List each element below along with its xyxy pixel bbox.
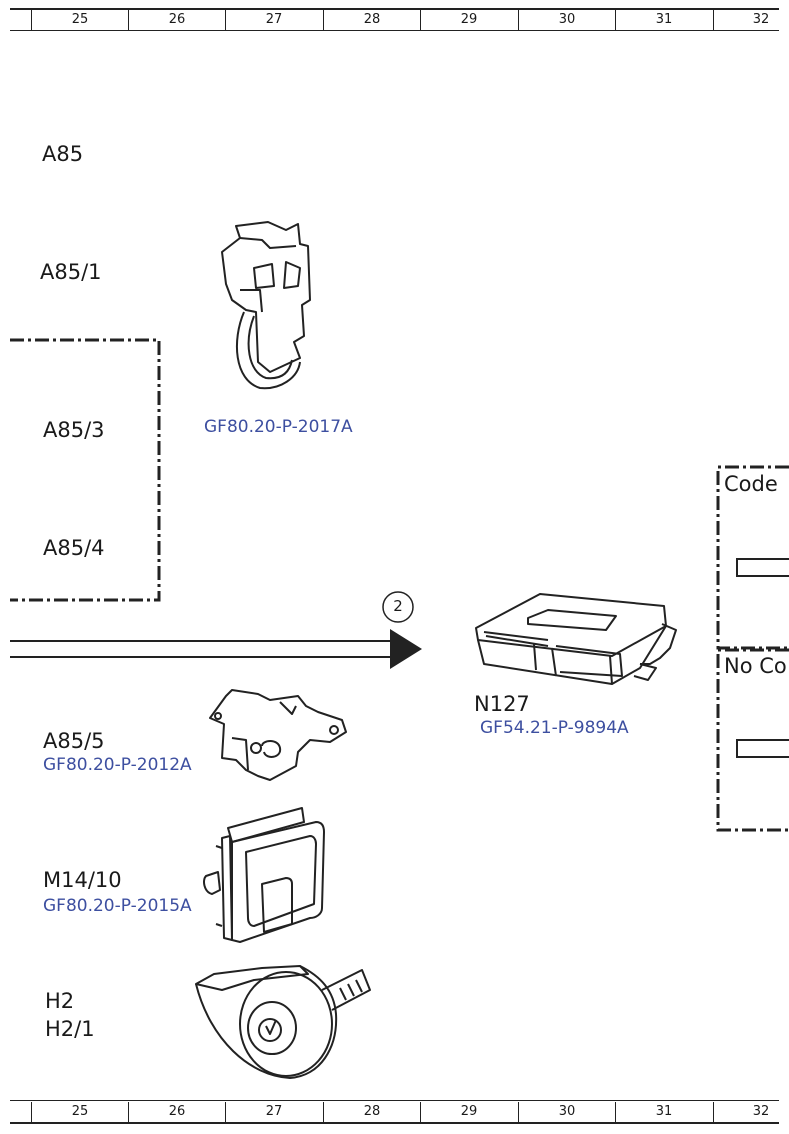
- latch-component-a85-1: [221, 221, 311, 390]
- horn-component-h2: [195, 965, 371, 1079]
- panel-label-code: Code: [724, 472, 778, 496]
- column-number: 26: [168, 12, 186, 27]
- control-unit-n127: [475, 593, 677, 685]
- column-number: 28: [363, 12, 381, 27]
- reference-link-n127[interactable]: GF54.21-P-9894A: [480, 718, 629, 738]
- column-number: 31: [655, 1104, 673, 1119]
- component-label-a85: A85: [42, 142, 84, 166]
- code-panel-slot: [736, 558, 789, 577]
- connector-number: 2: [393, 597, 403, 615]
- column-number: 25: [71, 1104, 89, 1119]
- column-number: 31: [655, 12, 673, 27]
- component-label-m14-10: M14/10: [43, 868, 122, 892]
- column-number: 27: [265, 1104, 283, 1119]
- latch-component-a85-5: [209, 689, 347, 781]
- column-number: 29: [460, 12, 478, 27]
- column-number: 27: [265, 12, 283, 27]
- component-label-a85-4: A85/4: [43, 536, 105, 560]
- column-number: 32: [752, 1104, 770, 1119]
- column-number: 30: [558, 1104, 576, 1119]
- column-number: 28: [363, 1104, 381, 1119]
- component-label-a85-1: A85/1: [40, 260, 102, 284]
- column-number: 30: [558, 12, 576, 27]
- no-code-panel-boundary: [716, 648, 789, 832]
- reference-link-a85-1[interactable]: GF80.20-P-2017A: [204, 417, 353, 437]
- reference-link-a85-5[interactable]: GF80.20-P-2012A: [43, 755, 192, 775]
- component-label-n127: N127: [474, 692, 530, 716]
- column-ruler-top: 25 26 27 28 29 30 31 32: [0, 8, 789, 32]
- connector-circle: [382, 591, 414, 623]
- column-number: 32: [752, 12, 770, 27]
- component-label-h2: H2: [45, 989, 75, 1013]
- panel-label-no-code: No Co: [724, 654, 787, 678]
- component-label-h2-1: H2/1: [45, 1017, 95, 1041]
- component-label-a85-5: A85/5: [43, 729, 105, 753]
- column-number: 25: [71, 12, 89, 27]
- reference-link-m14-10[interactable]: GF80.20-P-2015A: [43, 896, 192, 916]
- code-panel-boundary: [716, 465, 789, 650]
- column-ruler-bottom: 25 26 27 28 29 30 31 32: [0, 1100, 789, 1124]
- group-boundary: [10, 338, 161, 602]
- actuator-component-m14-10: [203, 807, 325, 943]
- component-label-a85-3: A85/3: [43, 418, 105, 442]
- no-code-panel-slot: [736, 739, 789, 758]
- column-number: 26: [168, 1104, 186, 1119]
- column-number: 29: [460, 1104, 478, 1119]
- arrow-head: [390, 629, 422, 669]
